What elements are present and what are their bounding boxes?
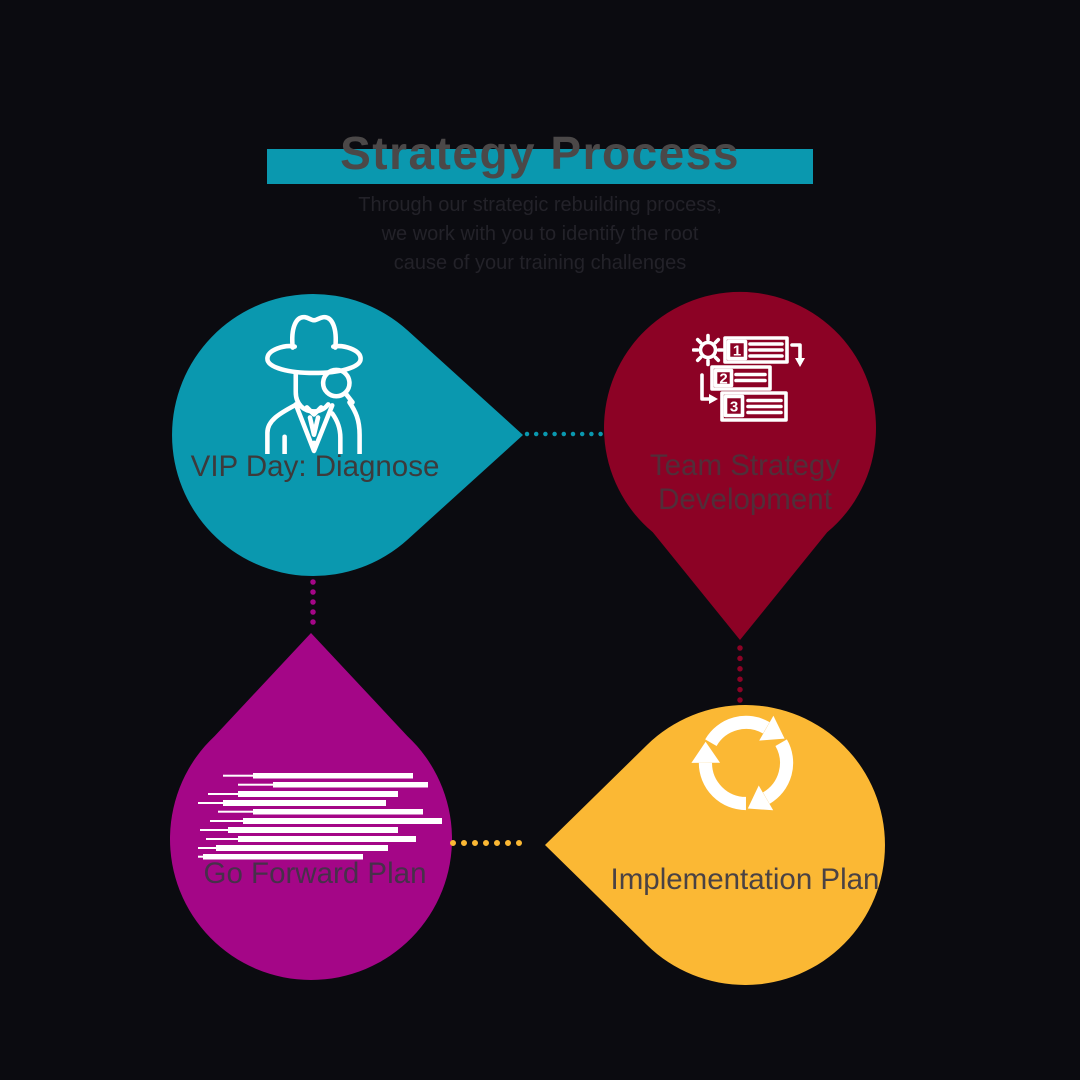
step-label-team-strategy: Team Strategy Development [649,449,841,516]
subtitle-line-2: we work with you to identify the root [381,223,699,245]
pin-implementation [545,705,885,985]
pin-vip-day-diagnose [172,294,523,576]
cycle-arrows-icon [680,700,812,832]
subtitle-line-1: Through our strategic rebuilding process… [358,194,722,216]
detective-magnifier-icon [265,314,363,454]
svg-text:2: 2 [719,371,727,388]
pin-team-strategy [604,291,876,640]
page-title: Strategy Process [340,127,740,179]
speed-lines-icon [198,773,442,860]
step-label-vip-day-diagnose: VIP Day: Diagnose [190,450,440,483]
title-banner [267,149,813,184]
subtitle-line-3: cause of your training challenges [393,252,687,274]
step-label-implementation: Implementation Plan [610,863,880,896]
pin-go-forward [170,633,452,981]
step-label-go-forward: Go Forward Plan [203,857,427,890]
subtitle: Through our strategic rebuilding process… [0,191,1080,278]
svg-text:3: 3 [730,399,738,416]
svg-text:1: 1 [733,343,741,360]
numbered-process-icon: 1 2 3 [692,333,805,422]
